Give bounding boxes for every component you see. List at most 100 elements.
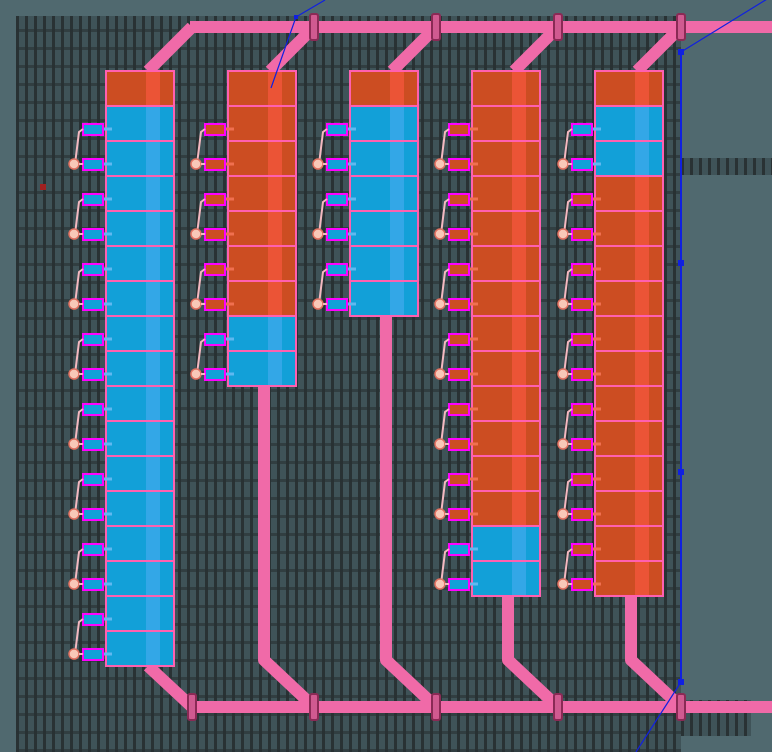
tank-cell-cold[interactable] bbox=[227, 350, 297, 387]
tank-cell-hot[interactable] bbox=[227, 70, 297, 107]
logic-gate-icon[interactable] bbox=[557, 158, 569, 170]
tank-cell-hot[interactable] bbox=[349, 70, 419, 107]
inlet-pipe[interactable] bbox=[509, 22, 563, 76]
tank-cell-cold[interactable] bbox=[105, 350, 175, 387]
tank-cell-hot[interactable] bbox=[594, 210, 664, 247]
tank-cell-cold[interactable] bbox=[105, 525, 175, 562]
thermo-sensor[interactable] bbox=[571, 193, 593, 206]
thermo-sensor[interactable] bbox=[448, 578, 470, 591]
tank-cell-hot[interactable] bbox=[594, 455, 664, 492]
thermo-sensor[interactable] bbox=[326, 193, 348, 206]
thermo-sensor[interactable] bbox=[448, 438, 470, 451]
tank-cell-hot[interactable] bbox=[594, 490, 664, 527]
tank-cell-hot[interactable] bbox=[471, 210, 541, 247]
thermo-sensor[interactable] bbox=[82, 333, 104, 346]
tank-cell-hot[interactable] bbox=[471, 280, 541, 317]
logic-gate-icon[interactable] bbox=[557, 508, 569, 520]
thermo-sensor[interactable] bbox=[448, 123, 470, 136]
thermo-sensor[interactable] bbox=[204, 263, 226, 276]
tank-cell-cold[interactable] bbox=[105, 455, 175, 492]
outlet-pipe[interactable] bbox=[625, 596, 686, 712]
logic-gate-icon[interactable] bbox=[434, 228, 446, 240]
tank-cell-hot[interactable] bbox=[594, 385, 664, 422]
tank-cell-cold[interactable] bbox=[105, 245, 175, 282]
tank-cell-hot[interactable] bbox=[594, 525, 664, 562]
thermo-sensor[interactable] bbox=[204, 193, 226, 206]
tank-cell-cold[interactable] bbox=[594, 140, 664, 177]
thermo-sensor[interactable] bbox=[82, 473, 104, 486]
tank-cell-cold[interactable] bbox=[105, 315, 175, 352]
logic-gate-icon[interactable] bbox=[68, 508, 80, 520]
tank-cell-cold[interactable] bbox=[105, 210, 175, 247]
thermo-sensor[interactable] bbox=[448, 333, 470, 346]
tank-cell-hot[interactable] bbox=[105, 70, 175, 107]
tank-cell-cold[interactable] bbox=[105, 595, 175, 632]
logic-gate-icon[interactable] bbox=[68, 578, 80, 590]
thermo-sensor[interactable] bbox=[82, 158, 104, 171]
outlet-pipe[interactable] bbox=[502, 596, 563, 712]
thermo-sensor[interactable] bbox=[204, 333, 226, 346]
tank-cell-cold[interactable] bbox=[105, 280, 175, 317]
tank-cell-cold[interactable] bbox=[105, 385, 175, 422]
thermo-sensor[interactable] bbox=[448, 158, 470, 171]
wire-node[interactable] bbox=[678, 469, 684, 475]
tank-cell-hot[interactable] bbox=[227, 245, 297, 282]
tank-cell-hot[interactable] bbox=[594, 280, 664, 317]
logic-gate-icon[interactable] bbox=[312, 228, 324, 240]
tank-cell-cold[interactable] bbox=[349, 175, 419, 212]
pipe-valve[interactable] bbox=[309, 693, 319, 721]
wire-node[interactable] bbox=[678, 49, 684, 55]
tank-cell-hot[interactable] bbox=[471, 245, 541, 282]
tank-cell-hot[interactable] bbox=[594, 70, 664, 107]
wire-node[interactable] bbox=[294, 15, 298, 19]
thermo-sensor[interactable] bbox=[571, 333, 593, 346]
logic-gate-icon[interactable] bbox=[190, 298, 202, 310]
thermo-sensor[interactable] bbox=[448, 298, 470, 311]
thermo-sensor[interactable] bbox=[571, 438, 593, 451]
tank-cell-cold[interactable] bbox=[105, 175, 175, 212]
pipe-valve[interactable] bbox=[431, 13, 441, 41]
thermo-sensor[interactable] bbox=[448, 508, 470, 521]
tank-cell-hot[interactable] bbox=[227, 105, 297, 142]
outlet-pipe[interactable] bbox=[380, 316, 441, 712]
logic-gate-icon[interactable] bbox=[557, 438, 569, 450]
inlet-pipe[interactable] bbox=[632, 22, 686, 76]
logic-gate-icon[interactable] bbox=[190, 228, 202, 240]
logic-gate-icon[interactable] bbox=[68, 298, 80, 310]
tank-cell-hot[interactable] bbox=[471, 385, 541, 422]
logic-gate-icon[interactable] bbox=[434, 298, 446, 310]
thermo-sensor[interactable] bbox=[571, 543, 593, 556]
tank-cell-hot[interactable] bbox=[594, 420, 664, 457]
pipe-valve[interactable] bbox=[431, 693, 441, 721]
tank-cell-hot[interactable] bbox=[471, 140, 541, 177]
thermo-sensor[interactable] bbox=[326, 228, 348, 241]
logic-gate-icon[interactable] bbox=[557, 228, 569, 240]
thermo-sensor[interactable] bbox=[326, 158, 348, 171]
tank-cell-cold[interactable] bbox=[349, 140, 419, 177]
tank-cell-hot[interactable] bbox=[227, 210, 297, 247]
tank-cell-hot[interactable] bbox=[471, 105, 541, 142]
tank-cell-cold[interactable] bbox=[227, 315, 297, 352]
logic-gate-icon[interactable] bbox=[434, 158, 446, 170]
thermo-sensor[interactable] bbox=[82, 613, 104, 626]
thermo-sensor[interactable] bbox=[571, 228, 593, 241]
tank-cell-cold[interactable] bbox=[105, 105, 175, 142]
outlet-pipe[interactable] bbox=[258, 386, 319, 712]
thermo-sensor[interactable] bbox=[82, 403, 104, 416]
thermo-sensor[interactable] bbox=[571, 368, 593, 381]
logic-gate-icon[interactable] bbox=[434, 578, 446, 590]
thermo-sensor[interactable] bbox=[571, 473, 593, 486]
tank-cell-hot[interactable] bbox=[471, 455, 541, 492]
logic-gate-icon[interactable] bbox=[557, 578, 569, 590]
logic-gate-icon[interactable] bbox=[68, 158, 80, 170]
pipe-valve[interactable] bbox=[309, 13, 319, 41]
tank-cell-cold[interactable] bbox=[349, 210, 419, 247]
pipe-valve[interactable] bbox=[676, 693, 686, 721]
thermo-sensor[interactable] bbox=[571, 263, 593, 276]
thermo-sensor[interactable] bbox=[82, 228, 104, 241]
thermo-sensor[interactable] bbox=[571, 298, 593, 311]
thermo-sensor[interactable] bbox=[82, 263, 104, 276]
logic-gate-icon[interactable] bbox=[68, 228, 80, 240]
